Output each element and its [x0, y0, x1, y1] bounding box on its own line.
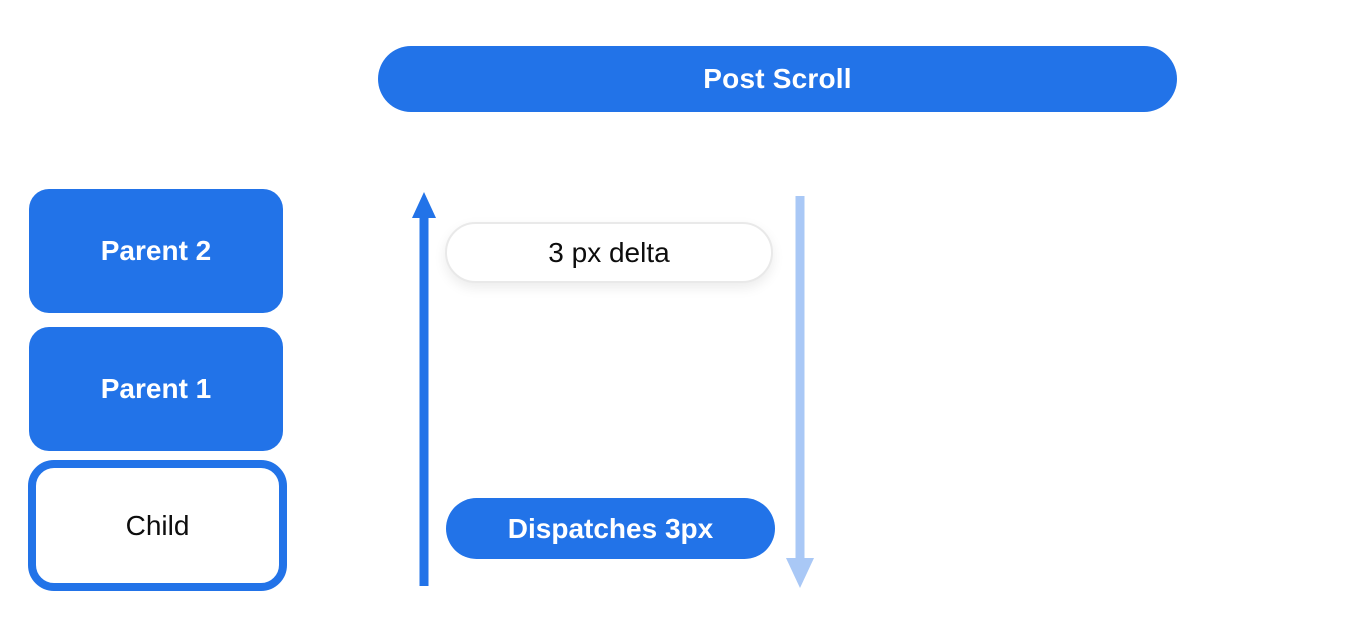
- delta-label: 3 px delta: [548, 236, 670, 268]
- child-box: Child: [28, 460, 287, 591]
- dispatch-pill: Dispatches 3px: [446, 498, 775, 559]
- post-scroll-label: Post Scroll: [703, 63, 852, 94]
- parent2-box: Parent 2: [29, 189, 283, 313]
- parent1-box: Parent 1: [29, 327, 283, 451]
- up-arrow-icon: [412, 192, 436, 586]
- post-scroll-header: Post Scroll: [378, 46, 1177, 112]
- dispatch-label: Dispatches 3px: [507, 512, 714, 544]
- parent1-label: Parent 1: [100, 373, 212, 404]
- down-arrow-icon: [786, 196, 814, 588]
- child-label: Child: [125, 509, 190, 541]
- parent2-label: Parent 2: [100, 235, 212, 266]
- delta-pill: 3 px delta: [445, 222, 773, 283]
